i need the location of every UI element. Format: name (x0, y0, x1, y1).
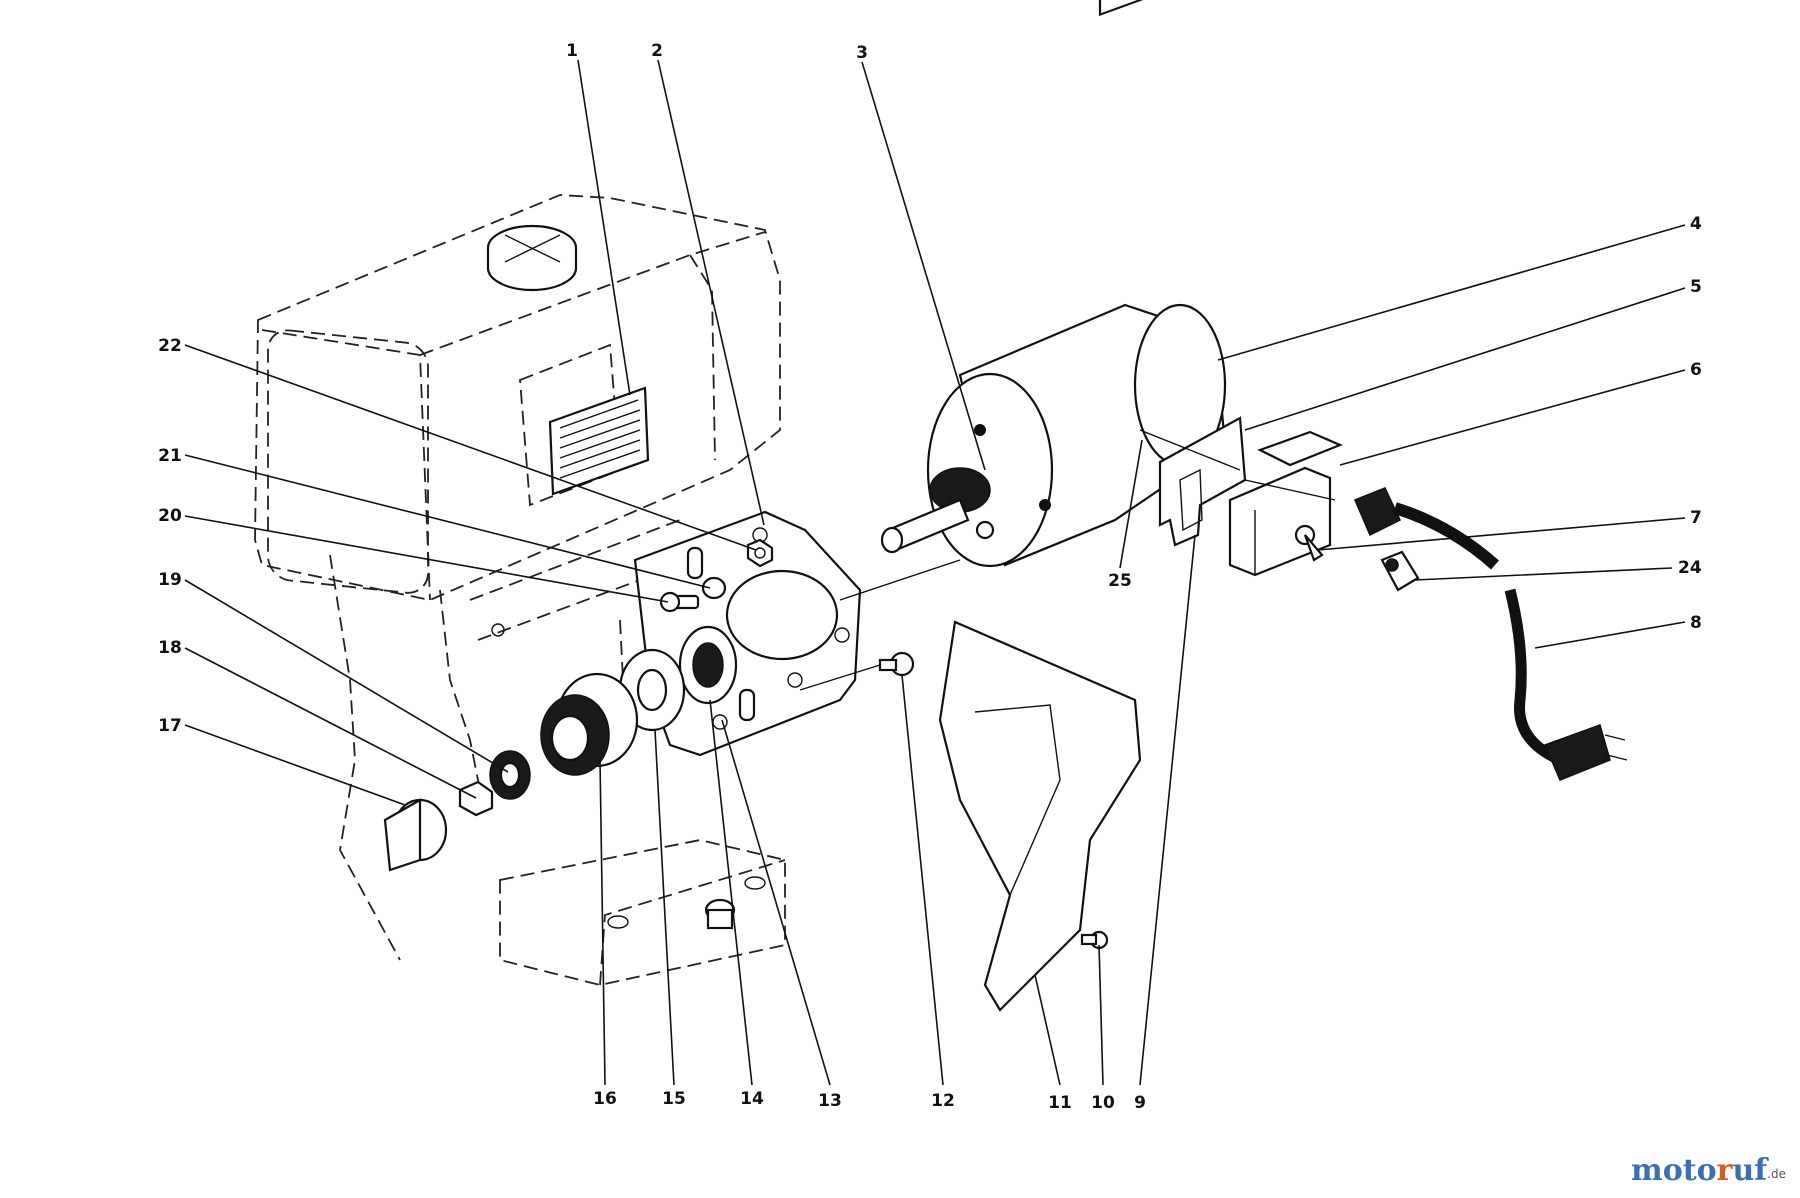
callout-21: 21 (158, 446, 182, 466)
callout-3: 3 (856, 43, 868, 63)
switch-box (1228, 430, 1343, 577)
starter-motor (880, 0, 1227, 568)
watermark-part-1: moto (1631, 1153, 1717, 1188)
drain-plug (704, 898, 736, 930)
callout-15: 15 (662, 1089, 686, 1109)
engine-block (329, 519, 786, 986)
callout-4: 4 (1690, 214, 1702, 234)
callout-labels: 1 2 3 4 5 6 7 24 8 22 21 20 19 18 17 25 … (158, 41, 1702, 1113)
callout-20: 20 (158, 506, 182, 526)
callout-9: 9 (1134, 1093, 1146, 1113)
callout-1: 1 (566, 41, 578, 61)
callout-25: 25 (1108, 571, 1132, 591)
spring-nut-cap (383, 750, 531, 872)
callout-12: 12 (931, 1091, 955, 1111)
callout-19: 19 (158, 570, 182, 590)
callout-7: 7 (1690, 508, 1702, 528)
pinion-assembly (540, 625, 738, 776)
pulley-shield (878, 620, 1142, 1012)
bolt-and-washer (659, 576, 727, 613)
watermark-part-2: r (1716, 1153, 1733, 1188)
callout-11: 11 (1048, 1093, 1072, 1113)
callout-18: 18 (158, 638, 182, 658)
callout-13: 13 (818, 1091, 842, 1111)
callout-17: 17 (158, 716, 182, 736)
fuel-cap (486, 224, 578, 292)
callout-2: 2 (651, 41, 663, 61)
callout-24: 24 (1678, 558, 1702, 578)
callout-5: 5 (1690, 277, 1702, 297)
lock-nut (746, 538, 774, 568)
toggle-boot (1380, 550, 1420, 592)
switch-plate (1158, 416, 1247, 547)
callout-14: 14 (740, 1089, 764, 1109)
watermark-suffix: .de (1767, 1167, 1786, 1181)
callout-6: 6 (1690, 360, 1702, 380)
callout-10: 10 (1091, 1093, 1115, 1113)
callout-16: 16 (593, 1089, 617, 1109)
power-cord (1354, 487, 1628, 781)
callout-8: 8 (1690, 613, 1702, 633)
assembly-lines (799, 429, 1336, 691)
watermark-part-3: uf (1732, 1153, 1768, 1188)
callout-22: 22 (158, 336, 182, 356)
leader-lines (184, 59, 1686, 1086)
warning-decal (548, 386, 650, 496)
watermark-logo: motoruf.de (1631, 1153, 1786, 1188)
